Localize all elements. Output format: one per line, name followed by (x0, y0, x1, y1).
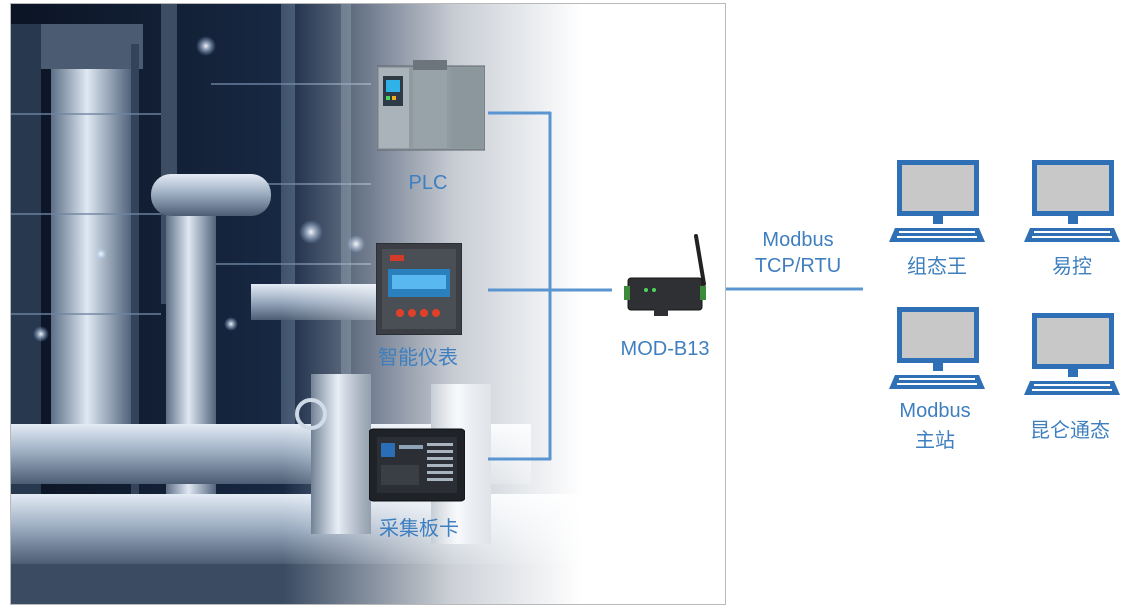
smart-meter-device (375, 242, 463, 336)
wireless-gateway-icon (624, 234, 706, 316)
computer-icon (1024, 160, 1120, 242)
acquisition-board-label: 采集板卡 (379, 518, 459, 540)
plc-device (376, 60, 486, 152)
client-computer-yikong (1024, 160, 1120, 244)
client-label-yikong: 易控 (1052, 256, 1092, 278)
smart-meter-label: 智能仪表 (378, 347, 458, 369)
client-label-mcgs: 昆仑通态 (1030, 420, 1110, 442)
protocol-label-line1: Modbus (762, 229, 834, 251)
plc-device-icon (376, 60, 486, 151)
plc-label: PLC (408, 172, 448, 194)
gateway-device (624, 232, 714, 322)
smart-meter-icon (375, 242, 463, 336)
acquisition-board-icon (368, 428, 466, 502)
client-label-kingview: 组态王 (907, 256, 967, 278)
industrial-background-panel (10, 3, 726, 605)
computer-icon (889, 160, 985, 242)
client-label-modbus-master-line1: Modbus (899, 400, 971, 422)
client-label-modbus-master-line2: 主站 (915, 430, 955, 452)
gateway-label: MOD-B13 (620, 338, 710, 360)
acquisition-board-device (368, 425, 466, 505)
computer-icon (1024, 313, 1120, 395)
computer-icon (889, 307, 985, 389)
industrial-plant-image (11, 4, 725, 604)
protocol-label-line2: TCP/RTU (754, 255, 842, 277)
client-computer-modbus-master (889, 307, 985, 391)
client-computer-kingview (889, 160, 985, 244)
client-computer-mcgs (1024, 313, 1120, 397)
